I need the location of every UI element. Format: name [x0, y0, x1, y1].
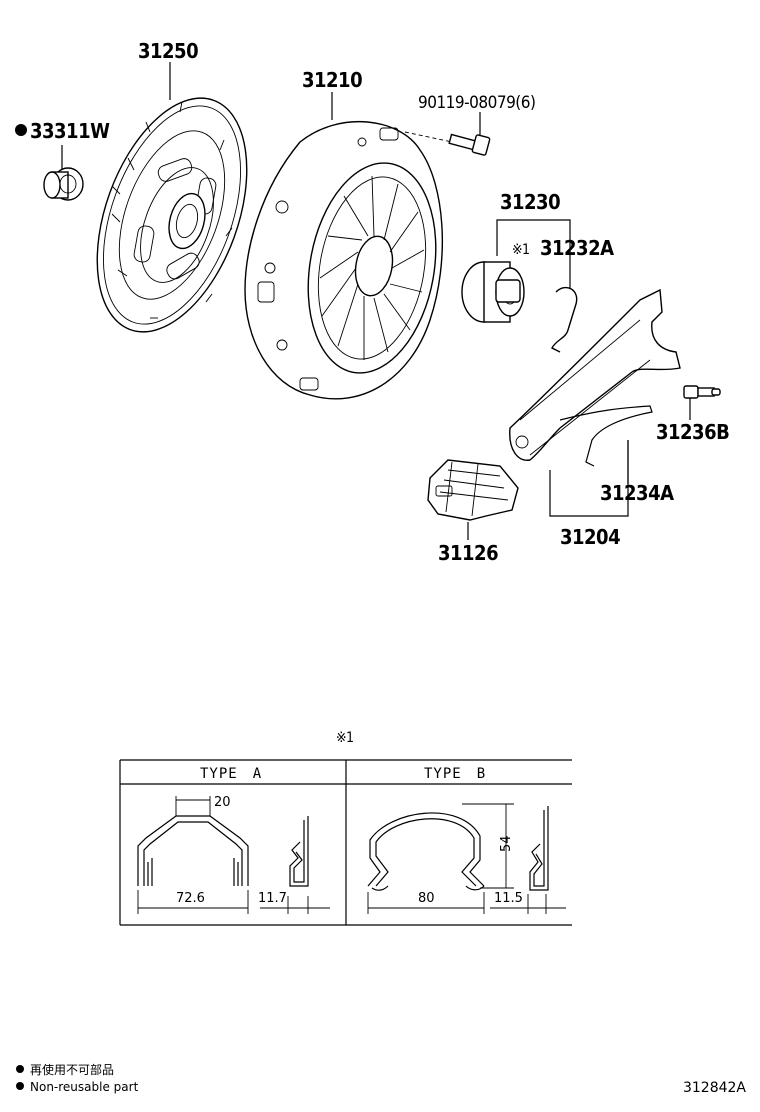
part-number-bolt: 90119-08079(6): [418, 93, 535, 113]
pilot-bearing-drawing: [43, 167, 84, 201]
legend-dot-icon: [16, 1082, 24, 1090]
legend-text-japanese: 再使用不可部品: [30, 1063, 115, 1077]
type-b-dim-width: 80: [418, 891, 435, 906]
release-fork-drawing: [509, 288, 681, 461]
type-b-clip-front: [367, 812, 485, 891]
release-fork-boot-drawing: [427, 459, 519, 521]
type-b-dim-side: 11.5: [494, 891, 523, 906]
release-clip-drawing: [551, 286, 578, 353]
part-number-31232a: 31232A: [540, 236, 614, 260]
part-number-33311w: 33311W: [30, 119, 110, 143]
detail-marker: ※1: [336, 730, 354, 746]
legend-japanese: 再使用不可部品: [16, 1062, 114, 1078]
type-b-clip-side: [529, 806, 549, 891]
cover-bolt-drawing: [448, 133, 491, 156]
part-number-31234a: 31234A: [600, 481, 674, 505]
type-b-dimensions: [367, 803, 566, 914]
legend-dot-icon: [16, 1065, 24, 1073]
type-a-dimensions: [137, 796, 330, 914]
part-number-31230: 31230: [500, 190, 560, 214]
type-a-dim-width: 72.6: [176, 891, 205, 906]
non-reusable-dot: [15, 124, 27, 136]
fork-pivot-bolt-drawing: [683, 385, 721, 399]
legend-text-english: Non-reusable part: [30, 1080, 139, 1094]
part-number-31236b: 31236B: [656, 420, 729, 444]
clutch-disc-drawing: [96, 97, 248, 333]
catalog-code: 312842A: [682, 1080, 746, 1096]
release-bearing-drawing: [461, 261, 525, 323]
leader-bolt-dashed: [404, 131, 453, 143]
clip-reference-marker: ※1: [512, 242, 530, 258]
part-number-31210: 31210: [302, 68, 362, 92]
type-a-clip-front: [137, 815, 249, 886]
type-b-header: TYPE B: [424, 766, 486, 782]
fork-spring-drawing: [559, 405, 653, 467]
part-number-31204: 31204: [560, 525, 620, 549]
type-a-header: TYPE A: [200, 766, 262, 782]
type-a-dim-top: 20: [214, 795, 231, 810]
clutch-cover-drawing: [244, 120, 444, 400]
leader-31230: [496, 219, 571, 290]
legend-english: Non-reusable part: [16, 1079, 138, 1095]
detail-table-frame: [119, 759, 572, 926]
type-a-dim-side: 11.7: [258, 891, 287, 906]
type-b-dim-height: 54: [499, 835, 514, 852]
part-number-31250: 31250: [138, 39, 198, 63]
part-number-31126: 31126: [438, 541, 498, 565]
type-a-clip-side: [289, 816, 309, 887]
